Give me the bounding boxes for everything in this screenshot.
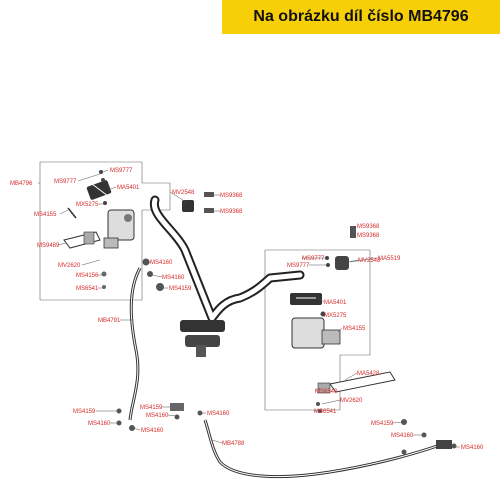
right-master-cylinder xyxy=(290,226,396,413)
part-label: MS4160 xyxy=(146,413,169,419)
part-label: MS9368 xyxy=(357,233,380,239)
part-label: MS9777 xyxy=(54,179,77,185)
part-label: MS6540 xyxy=(315,389,338,395)
left-group-frame xyxy=(39,161,171,301)
part-label: MV2548 xyxy=(358,258,381,264)
part-label: MS9368 xyxy=(220,193,243,199)
part-label: MV2620 xyxy=(340,398,363,404)
part-label: MS4160 xyxy=(207,411,230,417)
part-label: MS4160 xyxy=(461,445,484,451)
part-label: MS4159 xyxy=(73,409,96,415)
right-brake-hose xyxy=(203,419,457,479)
part-label: MV2548 xyxy=(172,190,195,196)
part-label: MA5401 xyxy=(117,185,140,191)
part-label: MA5401 xyxy=(324,300,347,306)
part-label: MS4160 xyxy=(162,275,185,281)
left-small-parts xyxy=(67,170,214,291)
part-label: MS9777 xyxy=(110,168,133,174)
part-label: MS4155 xyxy=(343,326,366,332)
part-label: MX5275 xyxy=(76,202,99,208)
part-label: MA5519 xyxy=(378,256,401,262)
part-label: MS4160 xyxy=(141,428,164,434)
part-label: MA5428 xyxy=(357,371,380,377)
part-label: MB4791 xyxy=(98,318,121,324)
part-label: MS4155 xyxy=(34,212,57,218)
part-label: MS6541 xyxy=(314,409,337,415)
part-label: MS9777 xyxy=(302,256,325,262)
part-label: MS9489 xyxy=(37,243,60,249)
part-number-banner: Na obrázku díl číslo MB4796 xyxy=(222,0,500,34)
part-label: MS9368 xyxy=(220,209,243,215)
part-label: MX5275 xyxy=(324,313,347,319)
part-label: MS4159 xyxy=(140,405,163,411)
part-label: MS4160 xyxy=(391,433,414,439)
part-label: MS6541 xyxy=(76,286,99,292)
part-label: MS4160 xyxy=(150,260,173,266)
part-label: MB4796 xyxy=(10,181,33,187)
part-label: MS4159 xyxy=(371,421,394,427)
part-label: MS9777 xyxy=(287,263,310,269)
part-label: MB4788 xyxy=(222,441,245,447)
left-master-cylinder xyxy=(63,180,135,249)
part-label: MV2620 xyxy=(58,263,81,269)
part-label: MS9368 xyxy=(357,224,380,230)
part-label: MS4156 xyxy=(76,273,99,279)
part-label: MS4160 xyxy=(88,421,111,427)
leader-lines xyxy=(38,169,460,453)
handlebar xyxy=(149,195,305,357)
right-group-frame xyxy=(264,249,371,411)
part-label: MS4159 xyxy=(169,286,192,292)
part-labels: MB4796 MS9777 MS9777 MA5401 MV2548 MS936… xyxy=(10,168,484,451)
